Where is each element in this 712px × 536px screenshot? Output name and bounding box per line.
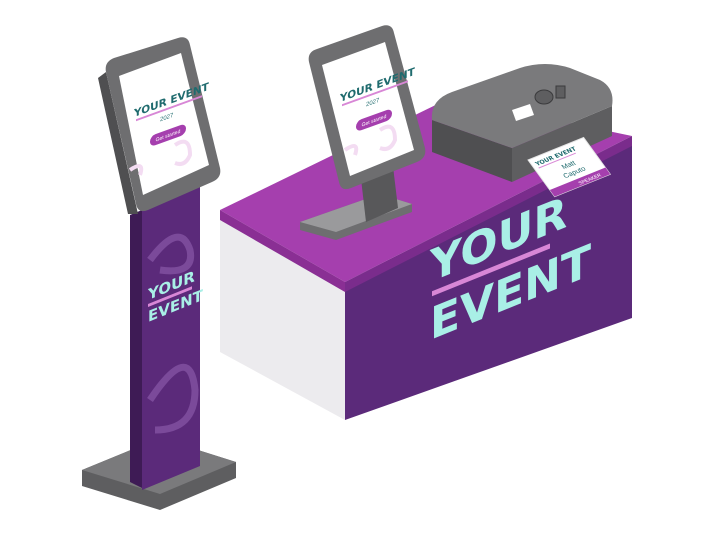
floor-screen-year: 2027	[160, 112, 174, 124]
desk-kiosk-screen	[322, 42, 414, 176]
desk-divider	[432, 243, 550, 297]
desk-screen-year: 2027	[366, 97, 380, 109]
printer-display	[512, 104, 534, 121]
printer-front	[432, 120, 512, 182]
desk-front-face	[345, 140, 632, 420]
floor-kiosk: YOUR EVENT YOUR EVENT 2027 Get started	[82, 37, 236, 510]
floor-kiosk-frame-side	[98, 72, 138, 214]
desk-screen-divider	[342, 80, 408, 107]
floor-screen-divider	[136, 95, 202, 122]
kiosk-pillar-side	[130, 210, 142, 488]
printer-dial[interactable]	[534, 89, 554, 105]
printer-keypad[interactable]	[555, 85, 566, 99]
desk-kiosk: YOUR EVENT 2027 Get started	[300, 25, 426, 240]
pillar-divider	[148, 286, 192, 307]
printer-top	[431, 64, 613, 148]
desk-left-face	[220, 218, 345, 420]
kiosk-pillar	[142, 186, 200, 490]
badge-first-name: Matt	[560, 159, 577, 171]
badge-role-strip	[549, 167, 611, 197]
